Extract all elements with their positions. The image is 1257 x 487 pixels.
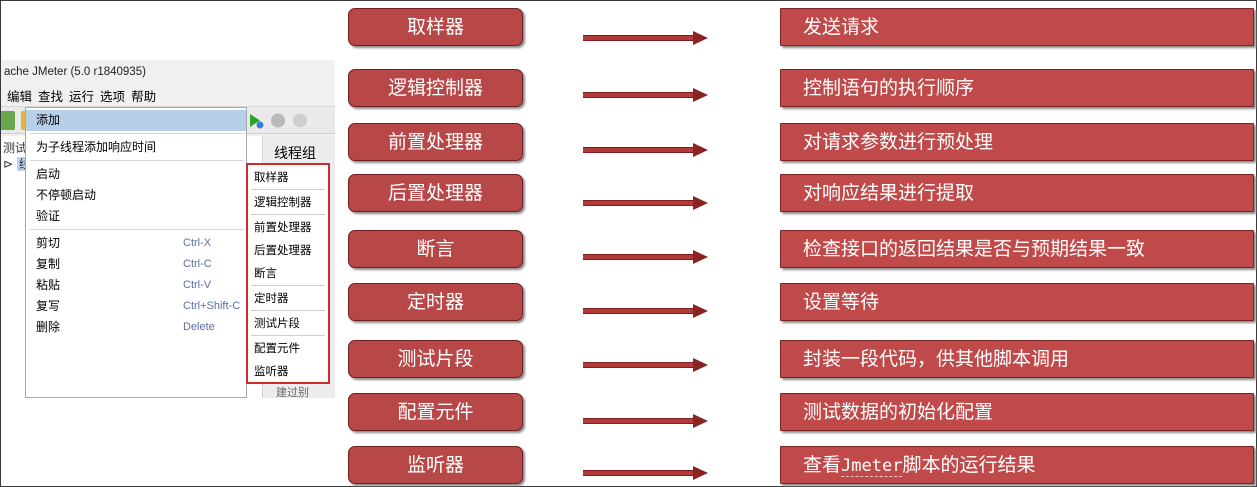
arrow-icon xyxy=(583,88,708,102)
menu-divider xyxy=(30,133,244,134)
menu-item-label: 粘贴 xyxy=(36,278,61,292)
arrow-icon xyxy=(583,304,708,318)
menu-item-add-think-time[interactable]: 为子线程添加响应时间 xyxy=(26,137,246,158)
menu-item-delete[interactable]: 删除 Delete xyxy=(26,317,246,338)
submenu-divider xyxy=(251,285,325,286)
arrow-icon xyxy=(583,414,708,428)
description-box-timer: 设置等待 xyxy=(780,283,1254,321)
submenu-item-listener[interactable]: 监听器 xyxy=(254,364,289,378)
component-box-sampler: 取样器 xyxy=(348,8,523,46)
submenu-divider xyxy=(251,335,325,336)
template-icon[interactable] xyxy=(1,111,15,130)
menu-item-shortcut: Delete xyxy=(183,321,215,333)
menu-item-label: 启动 xyxy=(36,167,61,181)
menu-item-label: 验证 xyxy=(36,209,61,223)
description-box-logic-controller: 控制语句的执行顺序 xyxy=(780,69,1254,107)
description-box-assertion: 检查接口的返回结果是否与预期结果一致 xyxy=(780,230,1254,268)
submenu-item-post-processor[interactable]: 后置处理器 xyxy=(254,243,312,257)
menu-run[interactable]: 运行 xyxy=(69,89,95,104)
submenu-item-sampler[interactable]: 取样器 xyxy=(254,170,289,184)
arrow-icon xyxy=(583,143,708,157)
description-box-test-fragment: 封装一段代码，供其他脚本调用 xyxy=(780,340,1254,378)
menu-item-label: 复制 xyxy=(36,257,61,271)
description-box-config-element: 测试数据的初始化配置 xyxy=(780,393,1254,431)
component-box-listener: 监听器 xyxy=(348,446,523,484)
menu-item-copy[interactable]: 复制 Ctrl-C xyxy=(26,254,246,275)
component-box-timer: 定时器 xyxy=(348,283,523,321)
component-box-pre-processor: 前置处理器 xyxy=(348,123,523,161)
menu-item-shortcut: Ctrl+Shift-C xyxy=(183,300,241,312)
submenu-divider xyxy=(251,214,325,215)
menu-help[interactable]: 帮助 xyxy=(131,89,157,104)
arrow-icon xyxy=(583,358,708,372)
submenu-divider xyxy=(251,189,325,190)
component-box-assertion: 断言 xyxy=(348,230,523,268)
description-prefix: 查看 xyxy=(803,454,842,476)
description-box-pre-processor: 对请求参数进行预处理 xyxy=(780,123,1254,161)
tree-expand-icon[interactable]: ⊳ xyxy=(3,157,14,171)
component-box-post-processor: 后置处理器 xyxy=(348,174,523,212)
panel-title: 线程组 xyxy=(274,146,316,162)
menu-bar: 编辑 查找 运行 选项 帮助 xyxy=(7,86,162,105)
description-box-sampler: 发送请求 xyxy=(780,8,1254,46)
add-submenu: 取样器 逻辑控制器 前置处理器 后置处理器 断言 定时器 测试片段 配置元件 监… xyxy=(246,163,330,384)
menu-item-shortcut: Ctrl-C xyxy=(183,258,212,270)
submenu-item-pre-processor[interactable]: 前置处理器 xyxy=(254,220,312,234)
menu-item-duplicate[interactable]: 复写 Ctrl+Shift-C xyxy=(26,296,246,317)
menu-item-label: 为子线程添加响应时间 xyxy=(36,140,157,154)
menu-item-start[interactable]: 启动 xyxy=(26,164,246,185)
arrow-icon xyxy=(583,31,708,45)
menu-item-label: 剪切 xyxy=(36,236,61,250)
menu-options[interactable]: 选项 xyxy=(100,89,126,104)
description-suffix: 脚本的运行结果 xyxy=(902,454,1036,476)
menu-edit[interactable]: 编辑 xyxy=(7,89,33,104)
description-box-listener: 查看Jmeter脚本的运行结果 xyxy=(780,446,1254,484)
menu-item-label: 复写 xyxy=(36,299,61,313)
arrow-icon xyxy=(583,466,708,480)
tree-partial-label: 建过别 xyxy=(276,386,309,399)
stop-icon[interactable] xyxy=(269,111,287,130)
component-box-config-element: 配置元件 xyxy=(348,393,523,431)
context-menu: 添加 为子线程添加响应时间 启动 不停顿启动 验证 剪切 Ctrl-X 复制 Ctr… xyxy=(25,107,247,398)
menu-item-add[interactable]: 添加 xyxy=(26,110,246,131)
submenu-item-config-element[interactable]: 配置元件 xyxy=(254,341,300,355)
menu-item-paste[interactable]: 粘贴 Ctrl-V xyxy=(26,275,246,296)
start-no-pause-icon[interactable] xyxy=(247,111,265,130)
menu-item-label: 删除 xyxy=(36,320,61,334)
menu-divider xyxy=(30,160,244,161)
menu-item-start-no-pause[interactable]: 不停顿启动 xyxy=(26,185,246,206)
menu-item-shortcut: Ctrl-V xyxy=(183,279,212,291)
arrow-icon xyxy=(583,250,708,264)
submenu-item-timer[interactable]: 定时器 xyxy=(254,291,289,305)
menu-item-validate[interactable]: 验证 xyxy=(26,206,246,227)
menu-search[interactable]: 查找 xyxy=(38,89,64,104)
menu-item-shortcut: Ctrl-X xyxy=(183,237,212,249)
menu-divider xyxy=(30,229,244,230)
description-jmeter: Jmeter xyxy=(841,456,903,477)
component-box-test-fragment: 测试片段 xyxy=(348,340,523,378)
submenu-divider xyxy=(251,310,325,311)
description-box-post-processor: 对响应结果进行提取 xyxy=(780,174,1254,212)
menu-item-cut[interactable]: 剪切 Ctrl-X xyxy=(26,233,246,254)
submenu-item-logic-controller[interactable]: 逻辑控制器 xyxy=(254,195,312,209)
component-box-logic-controller: 逻辑控制器 xyxy=(348,69,523,107)
menu-item-label: 不停顿启动 xyxy=(36,188,97,202)
menu-item-label: 添加 xyxy=(36,113,61,127)
submenu-item-test-fragment[interactable]: 测试片段 xyxy=(254,316,300,330)
arrow-icon xyxy=(583,196,708,210)
window-title: ache JMeter (5.0 r1840935) xyxy=(4,66,146,78)
shutdown-icon[interactable] xyxy=(291,111,309,130)
submenu-item-assertion[interactable]: 断言 xyxy=(254,266,277,280)
